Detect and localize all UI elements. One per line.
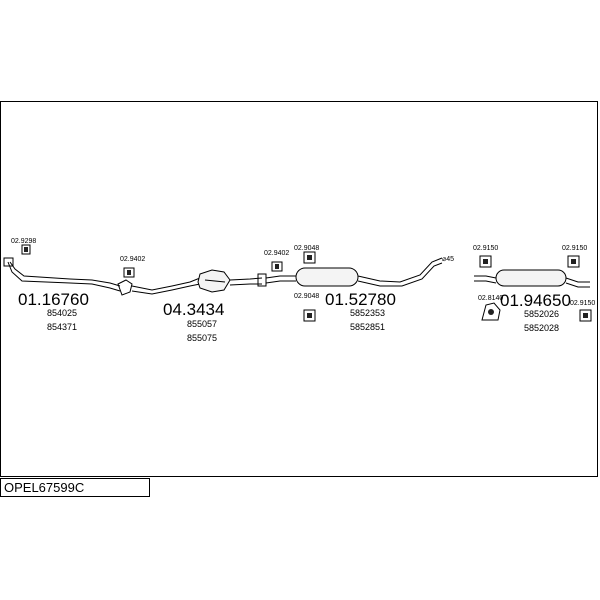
rubber-mount-icon [303, 309, 316, 322]
clamp-icon [271, 261, 283, 272]
hardware-label: 02.9048 [294, 245, 319, 252]
catalyst-drawing [131, 269, 267, 295]
clamp-icon [123, 267, 135, 278]
pipe-diameter-label: ⌀45 [442, 256, 454, 263]
rear-silencer-drawing [474, 269, 590, 288]
alt-number: 5852353 [350, 308, 385, 318]
front-pipe-drawing [3, 257, 133, 296]
alt-number: 5852851 [350, 322, 385, 332]
hardware-label: 02.9150 [562, 245, 587, 252]
alt-number: 854025 [47, 308, 77, 318]
alt-number: 855057 [187, 319, 217, 329]
hardware-label: 02.9402 [264, 250, 289, 257]
hardware-label: 02.9298 [11, 238, 36, 245]
part-number-middle-silencer: 01.52780 [325, 290, 396, 309]
alt-number: 5852026 [524, 309, 559, 319]
alt-number: 854371 [47, 322, 77, 332]
alt-number: 855075 [187, 333, 217, 343]
rubber-mount-icon [579, 309, 592, 322]
diagram-frame [0, 101, 598, 477]
part-number-front-pipe: 01.16760 [18, 290, 89, 309]
part-number-catalyst: 04.3434 [163, 300, 224, 319]
clamp-icon [481, 302, 501, 321]
reference-number-box: OPEL67599C [0, 478, 150, 497]
part-number-rear-silencer: 01.94650 [500, 291, 571, 310]
hardware-label: 02.9150 [570, 300, 595, 307]
rubber-mount-icon [479, 255, 492, 268]
hardware-label: 02.9150 [473, 245, 498, 252]
alt-number: 5852028 [524, 323, 559, 333]
hardware-label: 02.8140 [478, 295, 503, 302]
reference-number: OPEL67599C [4, 480, 85, 495]
rubber-mount-icon [303, 251, 316, 264]
clamp-icon [21, 244, 31, 255]
hardware-label: 02.9048 [294, 293, 319, 300]
rubber-mount-icon [567, 255, 580, 268]
hardware-label: 02.9402 [120, 256, 145, 263]
middle-silencer-drawing [265, 257, 443, 287]
